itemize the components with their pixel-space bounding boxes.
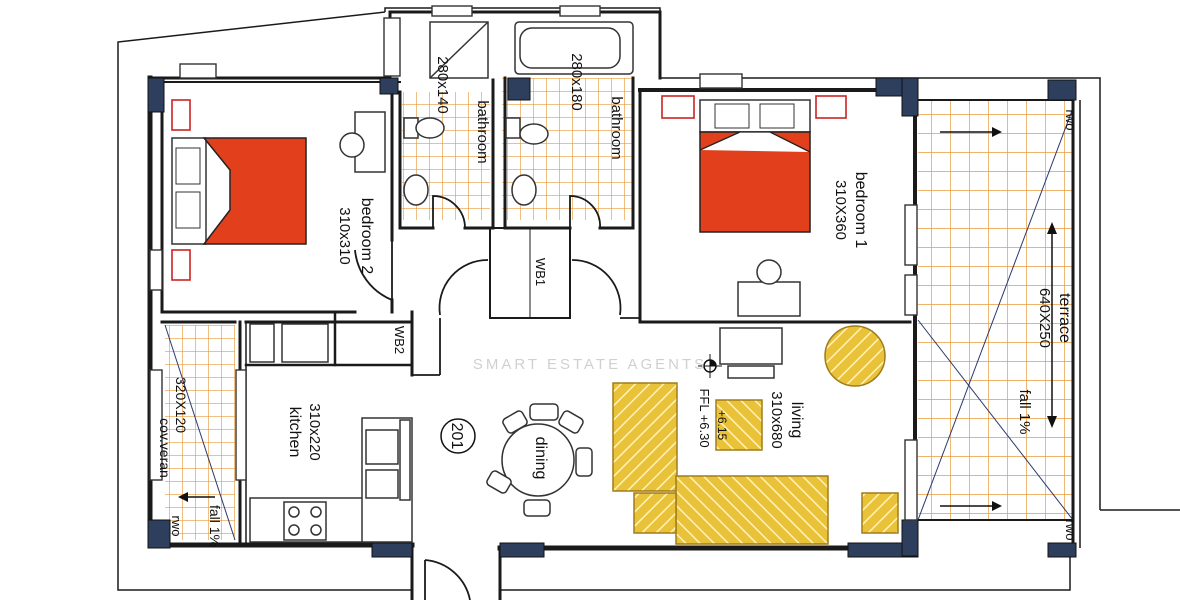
ffl-label: FFL +6.30: [697, 388, 712, 447]
unit-number-circle: [440, 418, 476, 454]
kitchen-counters: [249, 323, 413, 543]
bedroom2-furniture: [171, 99, 386, 281]
bedroom1-size: 310X360: [832, 180, 849, 240]
kitchen-name: kitchen: [286, 407, 303, 458]
terrace-name: terrace: [1056, 293, 1073, 343]
living-furniture: [612, 325, 899, 545]
windows: [149, 5, 918, 521]
living-size: 310x680: [768, 391, 785, 449]
bedroom2-name: bedroom 2: [358, 198, 375, 275]
living-name: living: [788, 402, 805, 438]
bathroom-left-name: bathroom: [474, 100, 491, 163]
bathroom-right-name: bathroom: [608, 96, 625, 159]
bedroom1-name: bedroom 1: [852, 172, 869, 249]
bedroom1-furniture: [661, 95, 847, 317]
bedroom2-size: 310x310: [336, 207, 353, 265]
terrace-fall: fall 1%: [1016, 389, 1033, 434]
veranda-size: 320X120: [173, 377, 189, 433]
rwo-top-label: rwo: [1063, 110, 1078, 131]
veranda-name: cov.veran: [157, 418, 173, 478]
watermark: SMART ESTATE AGENTS: [473, 356, 707, 373]
bathroom-fixtures: [403, 21, 634, 206]
wb1-label: WB1: [533, 258, 548, 286]
dining-set: [486, 403, 593, 517]
rwo-left-label: rwo: [169, 516, 184, 537]
room-labels: bedroom 2 310x310 280x140 bathroom 280x1…: [157, 53, 1078, 547]
rwo-bottom-label: rwo: [1063, 520, 1078, 541]
bathroom-left-size: 280x140: [434, 56, 451, 114]
unit-number: 201: [448, 423, 465, 450]
ffl-marker: [698, 354, 722, 378]
veranda-area: [164, 324, 236, 541]
terrace-area: [917, 99, 1081, 548]
kitchen-size: 310x220: [306, 403, 323, 461]
terrace-size: 640X250: [1036, 288, 1053, 348]
veranda-fall: fall 1%: [207, 505, 223, 547]
wb2-label: WB2: [392, 326, 407, 354]
bathroom-right-size: 280x180: [568, 53, 585, 111]
structural-columns: [147, 77, 1077, 558]
dining-name: dining: [532, 437, 549, 480]
ffl-small: +6.15: [715, 410, 729, 441]
doors: [354, 195, 640, 600]
